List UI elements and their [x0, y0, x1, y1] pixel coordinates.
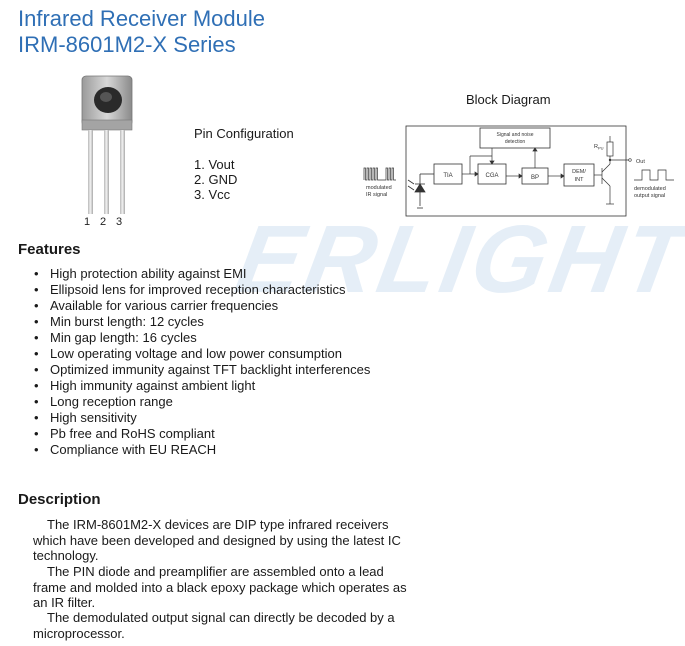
feature-item: •High immunity against ambient light — [34, 378, 256, 393]
feature-item: •Ellipsoid lens for improved reception c… — [34, 282, 346, 297]
bullet-icon: • — [34, 282, 39, 297]
bullet-icon: • — [34, 378, 39, 393]
bullet-icon: • — [34, 410, 39, 425]
feature-item: •Min gap length: 16 cycles — [34, 330, 197, 345]
input-label-line1: modulated — [366, 185, 392, 191]
feature-item: •Pb free and RoHS compliant — [34, 426, 215, 441]
feature-item: •High protection ability against EMI — [34, 266, 247, 281]
svg-text:Signal and noise: Signal and noise — [497, 132, 534, 138]
bullet-icon: • — [34, 314, 39, 329]
description-paragraph: The PIN diode and preamplifier are assem… — [33, 564, 407, 610]
page-subtitle: IRM-8601M2-X Series — [18, 32, 236, 57]
pin-number: 2 — [100, 216, 107, 228]
bullet-icon: • — [34, 298, 39, 313]
pin-number: 3 — [116, 216, 123, 228]
bullet-icon: • — [34, 362, 39, 377]
pin-item: 1. Vout — [194, 157, 235, 172]
out-label: Out — [636, 159, 645, 165]
int-label: INT — [575, 177, 585, 183]
bullet-icon: • — [34, 442, 39, 457]
photodiode-icon — [407, 173, 434, 209]
bullet-icon: • — [34, 330, 39, 345]
input-label-line2: IR signal — [366, 192, 387, 198]
bullet-icon: • — [34, 346, 39, 361]
feature-item: •Compliance with EU REACH — [34, 442, 217, 457]
dem-label: DEM/ — [572, 169, 586, 175]
block-diagram: modulated IR signal TIA CGA BP DEM/ INT … — [363, 125, 674, 217]
feature-item: •Min burst length: 12 cycles — [34, 314, 204, 329]
feature-item: •Long reception range — [34, 394, 173, 409]
feature-item: •High sensitivity — [34, 410, 137, 425]
cga-label: CGA — [485, 173, 498, 179]
feature-item: •Optimized immunity against TFT backligh… — [34, 362, 371, 377]
feature-item: •Low operating voltage and low power con… — [34, 346, 342, 361]
features-heading: Features — [18, 241, 81, 258]
rpu-label: RPU — [594, 144, 604, 151]
description-heading: Description — [18, 491, 101, 508]
bullet-icon: • — [34, 426, 39, 441]
bullet-icon: • — [34, 394, 39, 409]
detection-block — [479, 127, 551, 149]
bullet-icon: • — [34, 266, 39, 281]
tia-label: TIA — [443, 173, 452, 179]
pin-item: 2. GND — [194, 172, 238, 187]
description-paragraph: The demodulated output signal can direct… — [33, 610, 395, 641]
input-waveform-icon — [363, 167, 396, 181]
product-photo — [81, 75, 133, 214]
output-stage-icon — [594, 136, 630, 205]
pin-item: 3. Vcc — [194, 187, 231, 202]
pin-configuration-list: 1. Vout 2. GND 3. Vcc — [194, 157, 237, 202]
output-waveform-icon — [634, 169, 674, 181]
block-diagram-title: Block Diagram — [466, 92, 551, 107]
output-label-line2: output signal — [634, 193, 665, 199]
feature-item: •Available for various carrier frequenci… — [34, 298, 279, 313]
bp-label: BP — [531, 175, 539, 181]
pin-configuration-title: Pin Configuration — [194, 126, 294, 141]
svg-text:detection: detection — [505, 139, 526, 145]
description-paragraph: The IRM-8601M2-X devices are DIP type in… — [33, 517, 401, 563]
features-list: •High protection ability against EMI •El… — [34, 266, 370, 458]
page-title: Infrared Receiver Module — [18, 6, 266, 31]
pin-number: 1 — [84, 216, 91, 228]
output-label-line1: demodulated — [634, 186, 666, 192]
